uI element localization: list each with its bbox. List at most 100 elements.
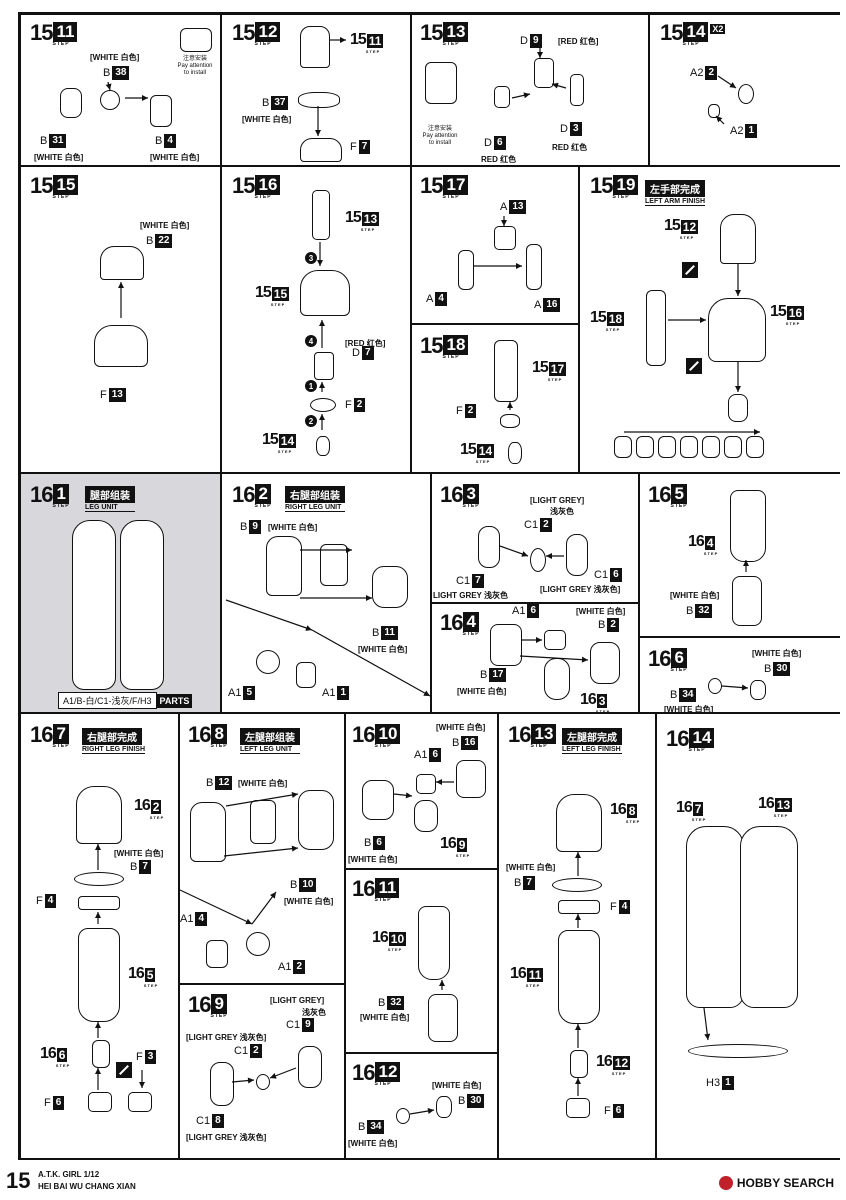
- step-word: STEP: [442, 354, 460, 360]
- part-number: 12: [215, 776, 233, 790]
- arrow-head: [575, 852, 581, 858]
- c1-2-joint-b: [256, 1074, 270, 1090]
- step-minor-number: 6: [671, 648, 687, 668]
- part-number: 1: [745, 124, 758, 138]
- color-label: [LIGHT GREY]: [270, 996, 325, 1005]
- part-runner: B: [290, 879, 298, 891]
- step-major-number: 16: [666, 726, 690, 751]
- step-major-number: 16: [508, 722, 532, 747]
- arrow-head: [501, 220, 507, 226]
- title-en: LEG UNIT: [85, 503, 135, 512]
- arm-assembly: [646, 290, 666, 366]
- part-number: 6: [373, 836, 385, 850]
- section-divider-4: [251, 891, 277, 925]
- skirt-assembly: [300, 270, 350, 316]
- col-j: [497, 714, 499, 1160]
- part-number: 2: [705, 66, 718, 80]
- f4-ring: [78, 896, 120, 910]
- arrow-line: [225, 793, 299, 807]
- ref-step-word: STEP: [387, 947, 403, 952]
- step-major-number: 15: [30, 173, 54, 198]
- step-minor-number: 8: [211, 724, 227, 744]
- part-runner: B: [240, 521, 248, 533]
- col-a: [220, 12, 222, 472]
- part-number: 30: [773, 662, 791, 676]
- ref-minor: 14: [278, 434, 297, 448]
- part-number: 2: [293, 960, 306, 974]
- ref-minor: 13: [361, 212, 380, 226]
- col-e: [220, 474, 222, 712]
- attention-icon-piece: [180, 28, 212, 52]
- arrow-head: [700, 317, 706, 323]
- c1-6-piece: [566, 534, 588, 576]
- ref-minor: 11: [526, 968, 544, 982]
- row-divider-1: [18, 165, 840, 167]
- footer-page-number: 15: [6, 1168, 31, 1193]
- part-number: 4: [164, 134, 176, 148]
- part-number: 16: [543, 298, 561, 312]
- arrow-head: [291, 792, 298, 798]
- arrow-head: [552, 82, 559, 89]
- part-number: 2: [607, 618, 619, 632]
- joint-a2-2: [738, 84, 754, 104]
- b17-thigh: [490, 624, 522, 666]
- arrow-head: [521, 551, 528, 557]
- part-number: 9: [529, 34, 542, 48]
- skirt-arm-assembly: [708, 298, 766, 362]
- ref-minor: 15: [271, 287, 290, 301]
- hand-option-1: [614, 436, 632, 458]
- step-word: STEP: [462, 631, 480, 637]
- col-k: [655, 714, 657, 1160]
- step-major-number: 16: [188, 992, 212, 1017]
- step-major-number: 15: [590, 173, 614, 198]
- arrow-head: [537, 52, 543, 58]
- part-number: 34: [679, 688, 697, 702]
- step-major-number: 15: [420, 20, 444, 45]
- part-number: 9: [249, 520, 261, 534]
- part-runner: A1: [414, 749, 428, 761]
- ref-major: 16: [688, 533, 705, 550]
- hand-options-bracket: [624, 429, 760, 435]
- row-mid-17-18: [410, 323, 578, 325]
- part-runner: C1: [286, 1019, 301, 1031]
- arrow-head: [340, 37, 346, 43]
- multiplier-badge: X2: [710, 24, 726, 34]
- shin-b32-b: [428, 994, 458, 1042]
- part-number: 3: [144, 1050, 157, 1064]
- c1-9-piece: [298, 1046, 322, 1088]
- part-runner: A1: [512, 605, 526, 617]
- c1-7-piece: [478, 526, 500, 568]
- b34-knob-b: [396, 1108, 410, 1124]
- step-word: STEP: [682, 41, 700, 47]
- assembly-arrow: [95, 844, 101, 870]
- assembly-arrow: [735, 362, 741, 392]
- color-label: [WHITE 白色]: [242, 115, 292, 124]
- ref-major: 16: [510, 965, 527, 982]
- step-word: STEP: [374, 743, 392, 749]
- part-number: 32: [387, 996, 405, 1010]
- color-label: [WHITE 白色]: [140, 221, 190, 230]
- ref-minor: 6: [56, 1048, 68, 1062]
- ref-major: 15: [460, 441, 477, 458]
- joint-d9: [534, 58, 554, 88]
- col-g: [638, 474, 640, 712]
- f4-ring-b: [558, 900, 600, 914]
- part-number: 32: [695, 604, 713, 618]
